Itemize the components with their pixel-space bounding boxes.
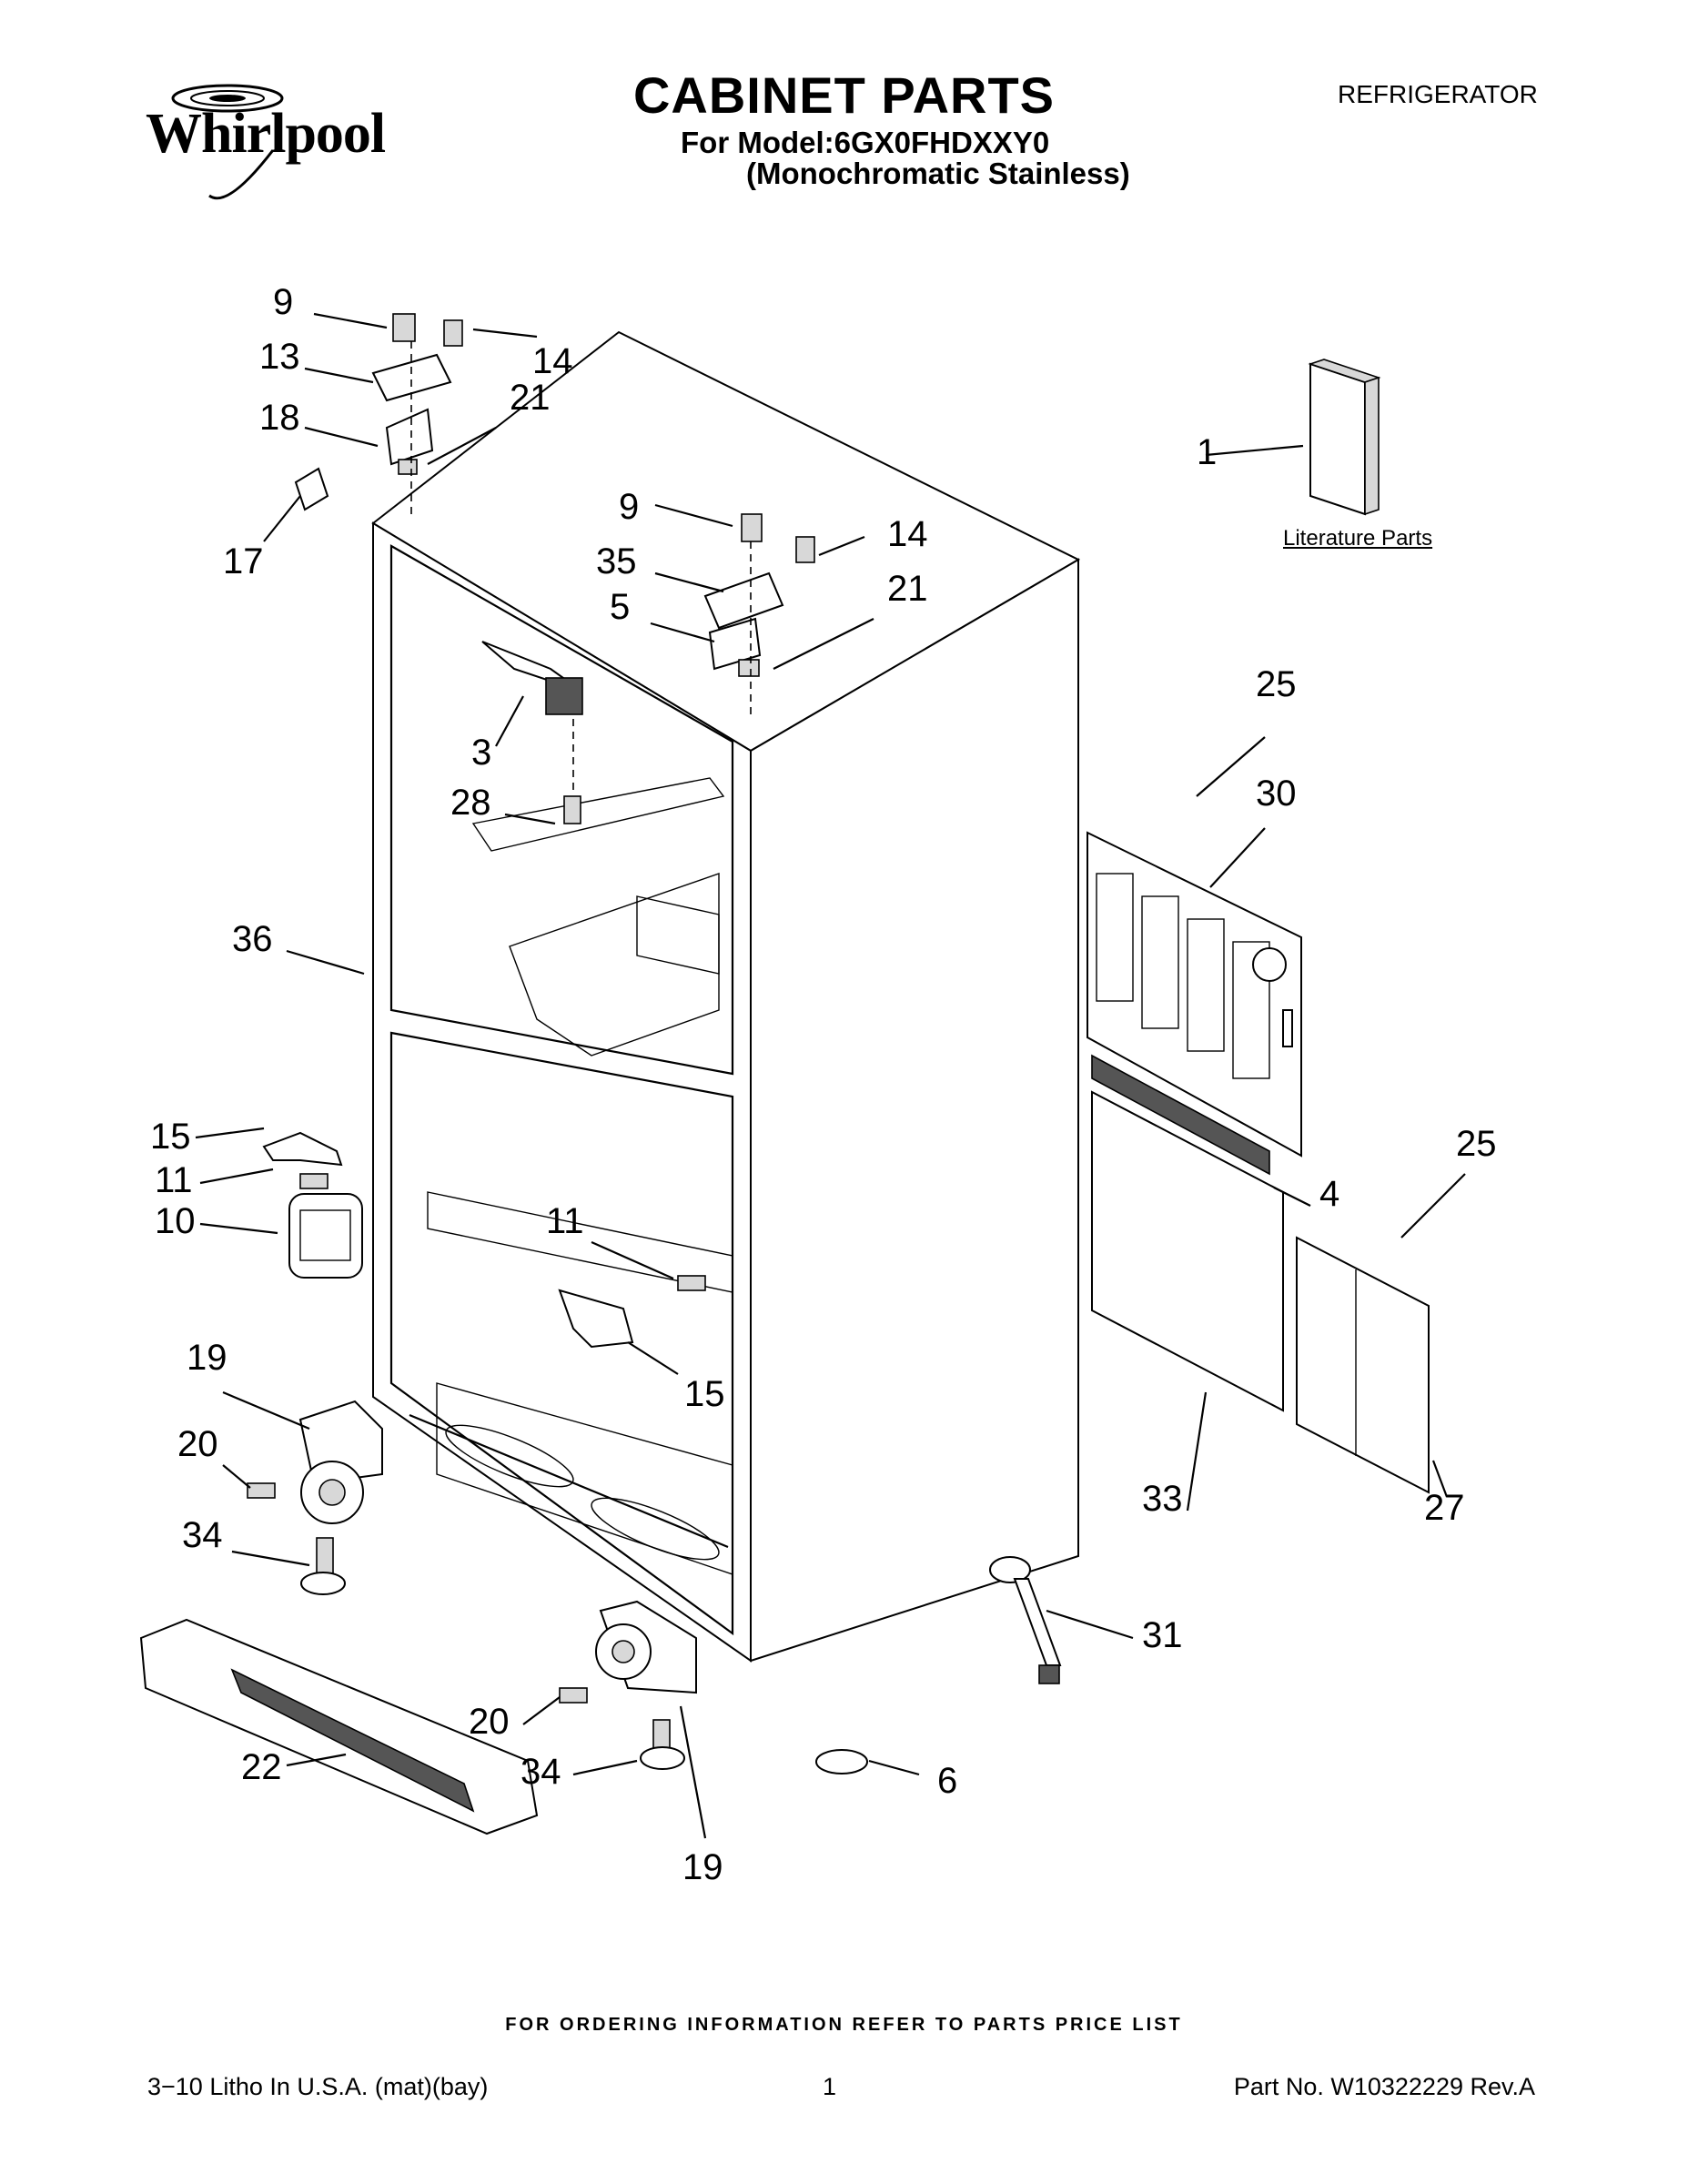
callout-3: 3	[471, 733, 491, 773]
ordering-note: FOR ORDERING INFORMATION REFER TO PARTS …	[505, 2015, 1183, 2035]
callout-20b: 20	[469, 1702, 510, 1742]
callout-22: 22	[241, 1747, 282, 1787]
appliance-type: REFRIGERATOR	[1338, 80, 1538, 108]
callout-4: 4	[1319, 1174, 1339, 1214]
callout-36: 36	[232, 919, 273, 959]
center-screw	[677, 1275, 706, 1291]
callout-21b: 21	[887, 569, 928, 609]
insulation-panel	[1091, 1090, 1284, 1412]
seal-strip	[1091, 1054, 1270, 1176]
drain-plug	[815, 1749, 868, 1774]
callout-11a: 11	[155, 1160, 193, 1200]
page-title: CABINET PARTS	[632, 66, 1056, 124]
callout-34a: 34	[182, 1515, 223, 1555]
refrigerator-cabinet	[371, 330, 1081, 1663]
water-filter-wrench	[989, 1556, 1062, 1684]
callout-1: 1	[1197, 432, 1217, 472]
right-roller-assembly	[559, 1600, 697, 1770]
callout-13: 13	[259, 337, 300, 377]
top-center-hinge-parts	[703, 513, 815, 719]
callout-35: 35	[596, 541, 637, 581]
callout-11b: 11	[546, 1201, 584, 1241]
callout-5: 5	[610, 587, 630, 627]
callout-9b: 9	[619, 487, 639, 527]
callout-15a: 15	[150, 1117, 191, 1157]
callout-21a: 21	[510, 378, 551, 418]
callout-20a: 20	[177, 1424, 218, 1464]
callout-6: 6	[937, 1761, 957, 1801]
callout-17: 17	[223, 541, 264, 581]
center-hinge	[558, 1289, 634, 1349]
callout-31: 31	[1142, 1615, 1183, 1655]
callout-14b: 14	[887, 514, 928, 554]
variant-line: (Monochromatic Stainless)	[746, 157, 1130, 190]
litho-info: 3−10 Litho In U.S.A. (mat)(bay)	[147, 2073, 489, 2100]
callout-33: 33	[1142, 1479, 1183, 1519]
left-roller-assembly	[247, 1400, 383, 1595]
freezer-shelf-bracket	[481, 641, 583, 824]
page-number: 1	[823, 2073, 837, 2100]
whirlpool-logo	[171, 84, 284, 200]
callout-18: 18	[259, 398, 300, 438]
literature-parts-book	[1308, 359, 1381, 516]
callout-30: 30	[1256, 774, 1297, 814]
callout-19b: 19	[682, 1847, 723, 1887]
callout-25a: 25	[1256, 664, 1297, 704]
callout-27: 27	[1424, 1488, 1465, 1528]
toe-grille	[139, 1618, 539, 1835]
callout-10: 10	[155, 1201, 196, 1241]
leader-lines	[195, 312, 1466, 1839]
rear-access-panel	[1087, 831, 1302, 1158]
rear-cover-plate	[1296, 1236, 1430, 1494]
model-line: For Model:6GX0FHDXXY0	[681, 126, 1050, 159]
callout-19a: 19	[187, 1338, 227, 1378]
callout-14a: 14	[532, 341, 573, 381]
brand-logo-text: Whirlpool	[146, 103, 386, 165]
callout-34b: 34	[521, 1752, 561, 1792]
literature-parts-label: Literature Parts	[1283, 526, 1433, 551]
icemaker-indicator	[288, 1193, 363, 1279]
callout-25b: 25	[1456, 1124, 1497, 1164]
callout-9a: 9	[273, 282, 293, 322]
top-left-hinge-parts	[294, 313, 463, 519]
left-screw	[299, 1173, 329, 1189]
left-door-hinge	[262, 1131, 343, 1167]
part-number: Part No. W10322229 Rev.A	[1233, 2073, 1535, 2100]
callout-28: 28	[450, 783, 491, 823]
callout-numbers: 9 13 14 18 21 17 9 35 14 5 21 1 3 28 25 …	[150, 282, 1497, 1887]
callout-15b: 15	[684, 1374, 725, 1414]
